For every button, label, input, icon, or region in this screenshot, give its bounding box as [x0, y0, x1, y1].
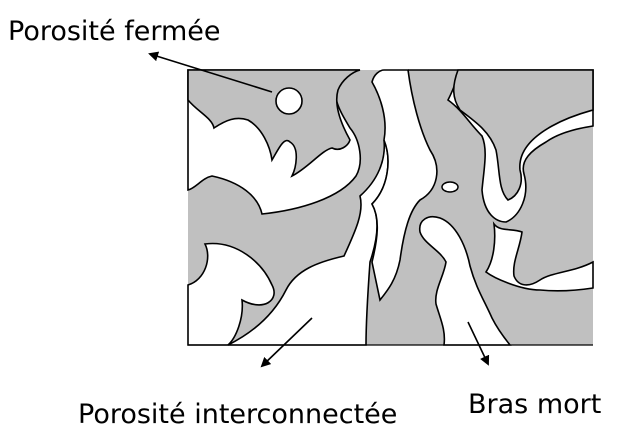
arrow-dead-arm [467, 321, 490, 366]
arrow-closed-porosity [148, 51, 273, 93]
label-interconnected-porosity: Porosité interconnectée [78, 399, 397, 430]
right-upper-channel [371, 69, 438, 302]
arrow-interconnected-porosity [260, 317, 313, 368]
closed-pore [275, 87, 303, 115]
solid-island-top-left [187, 69, 361, 178]
right-lower-channel [484, 221, 594, 292]
central-channel [227, 139, 389, 346]
interconnected-pore-network [187, 242, 275, 346]
small-isolated-pore [441, 181, 459, 193]
dead-arm [418, 216, 512, 346]
solid-island-top-right [452, 69, 594, 201]
label-closed-porosity: Porosité fermée [8, 16, 220, 47]
label-dead-arm: Bras mort [468, 389, 601, 420]
